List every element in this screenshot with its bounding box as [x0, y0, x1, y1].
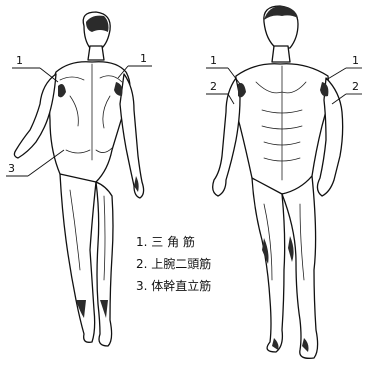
callout-front-right-2: 2 [352, 80, 359, 93]
callout-back-right-1: 1 [140, 52, 147, 65]
legend-item-erector-spinae: 3. 体幹直立筋 [136, 278, 211, 293]
legend-item-deltoid: 1. 三 角 筋 [136, 234, 195, 249]
front-view-figure [213, 6, 343, 358]
callout-front-left-2: 2 [210, 80, 217, 93]
callout-front-left-1: 1 [210, 54, 217, 67]
legend-item-biceps: 2. 上腕二頭筋 [136, 256, 211, 271]
callout-front-right-1: 1 [352, 54, 359, 67]
back-view-figure [14, 12, 143, 346]
callout-back-left-3: 3 [8, 162, 15, 175]
legend: 1. 三 角 筋 2. 上腕二頭筋 3. 体幹直立筋 [136, 234, 211, 293]
callout-back-left-1: 1 [16, 54, 23, 67]
